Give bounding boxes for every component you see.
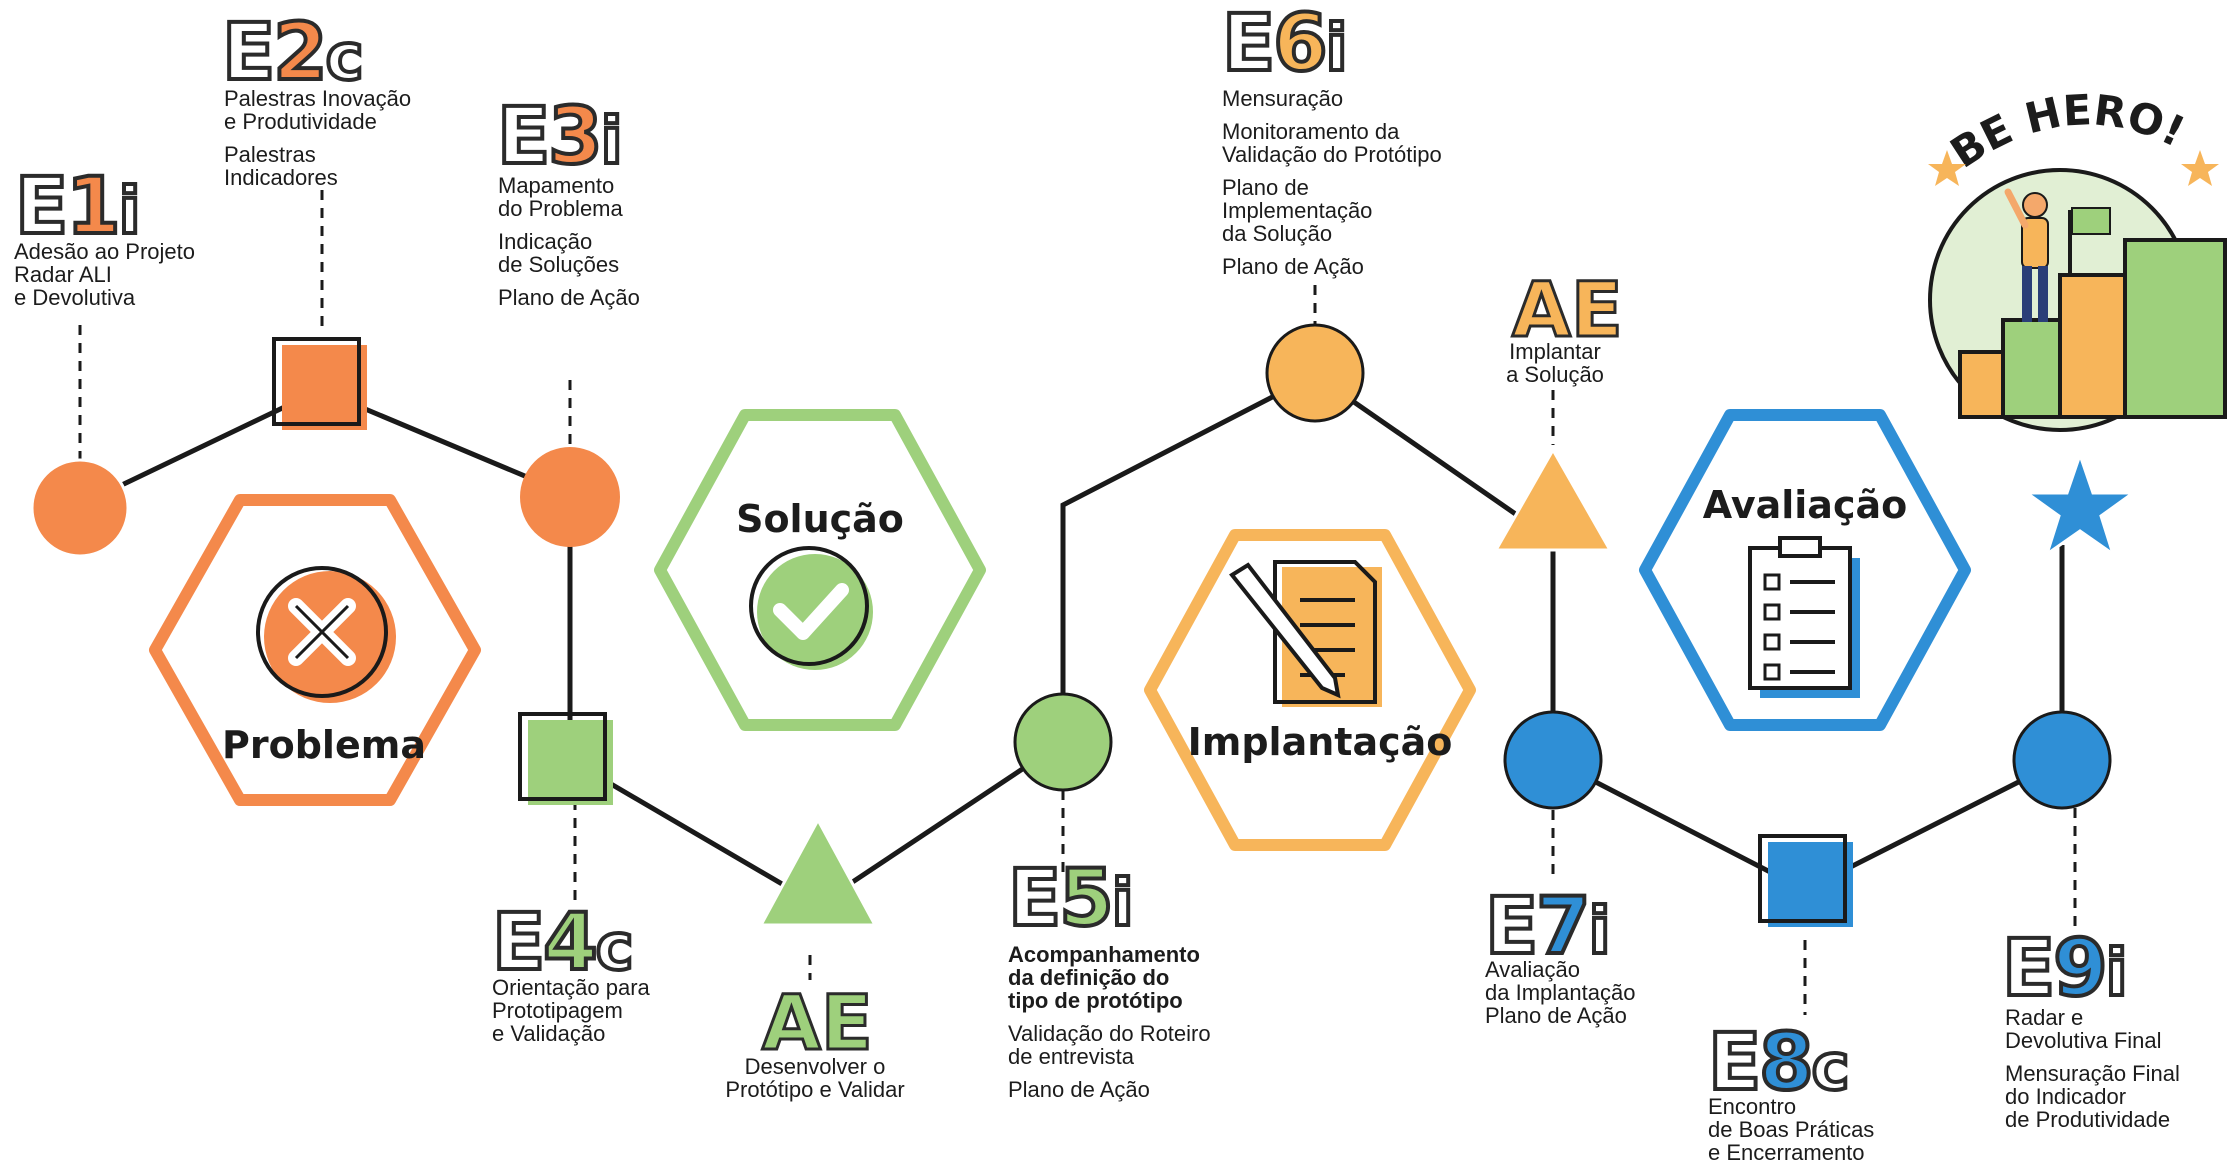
node-e4 bbox=[518, 712, 613, 805]
star-icon bbox=[2022, 450, 2138, 558]
node-e7 bbox=[1503, 710, 1603, 810]
step-code-e8: E8c bbox=[1706, 1018, 1852, 1108]
podium-bar-4 bbox=[2123, 238, 2227, 419]
podium-bar-2 bbox=[2001, 318, 2065, 419]
node-e5 bbox=[1013, 692, 1113, 792]
small-star-right-icon bbox=[2181, 150, 2219, 186]
step-code-e2: E2c bbox=[220, 8, 366, 98]
step-text-e7: Avaliação da Implantação Plano de Ação bbox=[1485, 957, 1636, 1028]
be-hero-illustration: BE HERO! bbox=[1928, 85, 2227, 432]
step-code-e4: E4c bbox=[490, 898, 636, 988]
node-e9 bbox=[2012, 710, 2112, 810]
hero-person-icon bbox=[2004, 188, 2049, 322]
hexagon-problema: Problema bbox=[149, 494, 481, 806]
step-code-e7: E7i bbox=[1483, 882, 1613, 972]
ae-label-1: AE bbox=[761, 978, 875, 1067]
node-e1 bbox=[30, 458, 130, 558]
ae-text-2: Implantar a Solução bbox=[1506, 339, 1604, 387]
be-hero-title: BE HERO! bbox=[1942, 85, 2193, 177]
clipboard-checklist-icon bbox=[1748, 536, 1860, 698]
node-e8 bbox=[1758, 834, 1853, 927]
node-e3 bbox=[520, 447, 620, 547]
step-text-e4: Orientação para Prototipagem e Validação bbox=[492, 975, 650, 1046]
step-code-e1: E1i bbox=[13, 162, 143, 252]
node-e2 bbox=[272, 337, 367, 430]
stage-solucao-label: Solução bbox=[736, 497, 904, 541]
step-code-e9: E9i bbox=[2000, 924, 2130, 1014]
flag-icon bbox=[2068, 207, 2111, 275]
stage-implantacao-label: Implantação bbox=[1188, 720, 1453, 764]
hexagon-implantacao: Implantação bbox=[1144, 529, 1476, 851]
ae-text-1: Desenvolver o Protótipo e Validar bbox=[725, 1054, 905, 1102]
ae-label-2: AE bbox=[1511, 265, 1625, 354]
node-e6 bbox=[1265, 323, 1365, 423]
x-icon bbox=[256, 566, 388, 698]
node-ae2 bbox=[1493, 446, 1613, 552]
step-code-e5: E5i bbox=[1006, 854, 1136, 944]
node-ae1 bbox=[758, 816, 878, 927]
document-pencil-icon bbox=[1229, 560, 1382, 707]
hexagon-solucao: Solução bbox=[654, 409, 986, 731]
step-text-e1: Adesão ao Projeto Radar ALI e Devolutiva bbox=[14, 239, 196, 310]
step-code-e3: E3i bbox=[495, 92, 625, 182]
hexagon-avaliacao: Avaliação bbox=[1639, 409, 1971, 731]
step-code-e6: E6i bbox=[1220, 0, 1350, 89]
podium-bar-3 bbox=[2058, 273, 2132, 419]
small-star-left-icon bbox=[1928, 150, 1966, 186]
stage-avaliacao-label: Avaliação bbox=[1703, 483, 1907, 527]
step-text-e8: Encontro de Boas Práticas e Encerramento bbox=[1708, 1094, 1875, 1165]
stage-problema-label: Problema bbox=[222, 723, 426, 767]
step-text-e5: Acompanhamento da definição do tipo de p… bbox=[1008, 942, 1211, 1102]
